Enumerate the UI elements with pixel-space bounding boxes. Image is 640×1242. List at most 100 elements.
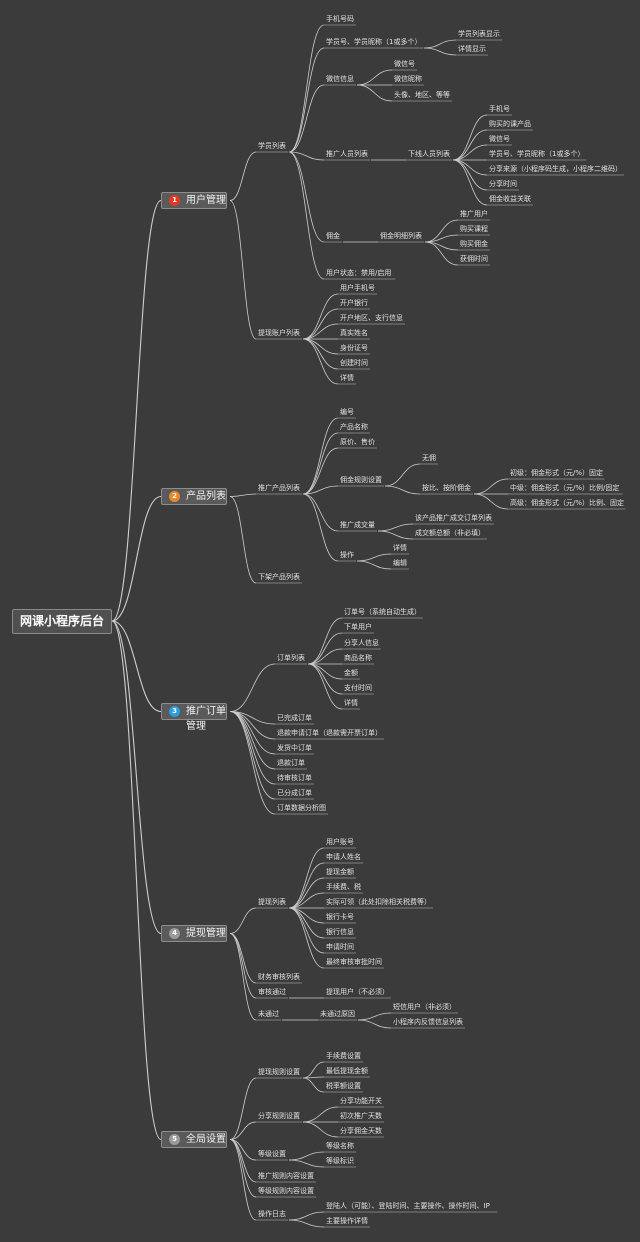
node-a4a[interactable]: 下线人员列表 bbox=[408, 150, 450, 158]
node-x1a[interactable]: 用户账号 bbox=[326, 838, 354, 846]
node-g2[interactable]: 分享规则设置 bbox=[258, 1112, 300, 1120]
node-g6[interactable]: 操作日志 bbox=[258, 1210, 286, 1218]
node-o1[interactable]: 订单列表 bbox=[277, 654, 305, 662]
node-p1d2[interactable]: 按比、按阶佣金 bbox=[422, 484, 471, 492]
node-a4a1[interactable]: 手机号 bbox=[489, 105, 510, 113]
node-o1c[interactable]: 分享人信息 bbox=[344, 639, 379, 647]
node-w6[interactable]: 创建时间 bbox=[340, 359, 368, 367]
node-o8[interactable]: 订单数据分析图 bbox=[277, 804, 326, 812]
node-a4a5[interactable]: 分享来源（小程序码生成，小程序二维码） bbox=[489, 165, 622, 173]
node-a2[interactable]: 学员号、学员昵称（1或多个） bbox=[326, 38, 422, 46]
node-p1d[interactable]: 佣金规则设置 bbox=[340, 476, 382, 484]
root-node[interactable]: 网课小程序后台 bbox=[12, 609, 112, 634]
node-a2b[interactable]: 详情显示 bbox=[458, 45, 486, 53]
node-g5[interactable]: 等级规则内容设置 bbox=[258, 1187, 314, 1195]
node-t2[interactable]: 提现账户列表 bbox=[258, 329, 300, 337]
node-g6b[interactable]: 主要操作详情 bbox=[326, 1217, 368, 1225]
node-x3a[interactable]: 提现用户（不必须） bbox=[326, 988, 389, 996]
node-p1d2c[interactable]: 高级：佣金形式（元/%）比例、固定 bbox=[510, 499, 625, 507]
node-p1d1[interactable]: 无佣 bbox=[422, 454, 436, 462]
node-a4a7[interactable]: 佣金收益关联 bbox=[489, 195, 531, 203]
node-g2c[interactable]: 分享佣金天数 bbox=[340, 1127, 382, 1135]
node-a5a3[interactable]: 购买佣金 bbox=[460, 240, 488, 248]
node-x1c[interactable]: 提现金额 bbox=[326, 868, 354, 876]
node-t1[interactable]: 学员列表 bbox=[258, 142, 286, 150]
node-w4[interactable]: 真实姓名 bbox=[340, 329, 368, 337]
node-o1f[interactable]: 支付时间 bbox=[344, 684, 372, 692]
node-a5a4[interactable]: 获佣时间 bbox=[460, 255, 488, 263]
node-x1[interactable]: 提现列表 bbox=[258, 898, 286, 906]
node-w5[interactable]: 身份证号 bbox=[340, 344, 368, 352]
node-w3[interactable]: 开户地区、支行信息 bbox=[340, 314, 403, 322]
node-a4a2[interactable]: 购买的课产品 bbox=[489, 120, 531, 128]
node-p1[interactable]: 推广产品列表 bbox=[258, 484, 300, 492]
node-a3c[interactable]: 头像、地区、等等 bbox=[394, 91, 450, 99]
node-p1c[interactable]: 原价、售价 bbox=[340, 438, 375, 446]
node-g1b[interactable]: 最低提现金额 bbox=[326, 1067, 368, 1075]
node-o1d[interactable]: 商品名称 bbox=[344, 654, 372, 662]
node-p1f[interactable]: 操作 bbox=[340, 551, 354, 559]
node-a4a6[interactable]: 分享时间 bbox=[489, 180, 517, 188]
node-g1[interactable]: 提现规则设置 bbox=[258, 1068, 300, 1076]
node-x4a[interactable]: 未通过原因 bbox=[320, 1010, 355, 1018]
node-a3a[interactable]: 微信号 bbox=[394, 60, 415, 68]
node-g2a[interactable]: 分享功能开关 bbox=[340, 1097, 382, 1105]
node-o1e[interactable]: 金额 bbox=[344, 669, 358, 677]
node-g4[interactable]: 推广规则内容设置 bbox=[258, 1172, 314, 1180]
node-g1c[interactable]: 税率额设置 bbox=[326, 1082, 361, 1090]
node-x1e[interactable]: 实际可领（此处扣除相关税费等） bbox=[326, 898, 431, 906]
node-a5[interactable]: 佣金 bbox=[326, 232, 340, 240]
node-x1i[interactable]: 最终审核审批时间 bbox=[326, 958, 382, 966]
node-p1a[interactable]: 编号 bbox=[340, 408, 354, 416]
node-x1h[interactable]: 申请时间 bbox=[326, 943, 354, 951]
node-g2b[interactable]: 初次推广天数 bbox=[340, 1112, 382, 1120]
node-a2a[interactable]: 学员列表显示 bbox=[458, 30, 500, 38]
node-a6[interactable]: 用户状态：禁用/启用 bbox=[326, 269, 392, 277]
node-a5a[interactable]: 佣金明细列表 bbox=[380, 232, 422, 240]
node-p2[interactable]: 下架产品列表 bbox=[258, 573, 300, 581]
node-x1f[interactable]: 银行卡号 bbox=[326, 913, 354, 921]
node-a1[interactable]: 手机号码 bbox=[326, 15, 354, 23]
node-x1g[interactable]: 银行信息 bbox=[326, 928, 354, 936]
node-x3[interactable]: 审核通过 bbox=[258, 988, 286, 996]
node-a3[interactable]: 微信信息 bbox=[326, 75, 354, 83]
node-p1f2[interactable]: 编辑 bbox=[393, 559, 407, 567]
node-o7[interactable]: 已分成订单 bbox=[277, 789, 312, 797]
node-o1b[interactable]: 下单用户 bbox=[344, 623, 372, 631]
node-w1[interactable]: 用户手机号 bbox=[340, 284, 375, 292]
node-x1d[interactable]: 手续费、税 bbox=[326, 883, 361, 891]
node-p1f1[interactable]: 详情 bbox=[393, 544, 407, 552]
node-x4[interactable]: 未通过 bbox=[258, 1010, 279, 1018]
node-x4a1[interactable]: 短信用户（非必须） bbox=[393, 1003, 456, 1011]
node-p1b[interactable]: 产品名称 bbox=[340, 423, 368, 431]
node-o4[interactable]: 发货中订单 bbox=[277, 744, 312, 752]
node-x4a2[interactable]: 小程序内反馈信息列表 bbox=[393, 1018, 463, 1026]
node-g3[interactable]: 等级设置 bbox=[258, 1150, 286, 1158]
node-g6a[interactable]: 登陆人（可能）、登陆时间、主要操作、操作时间、IP bbox=[326, 1202, 490, 1210]
node-a4[interactable]: 推广人员列表 bbox=[326, 150, 368, 158]
node-p1e2[interactable]: 成交额总额（非必填） bbox=[415, 529, 485, 537]
node-o3[interactable]: 退款申请订单（退款需开票订单） bbox=[277, 729, 382, 737]
node-o1g[interactable]: 详情 bbox=[344, 699, 358, 707]
node-p1e[interactable]: 推广成交量 bbox=[340, 521, 375, 529]
node-g3a[interactable]: 等级名称 bbox=[326, 1142, 354, 1150]
node-x2[interactable]: 财务审核列表 bbox=[258, 973, 300, 981]
node-a3b[interactable]: 微信昵称 bbox=[394, 75, 422, 83]
node-o2[interactable]: 已完成订单 bbox=[277, 714, 312, 722]
node-o5[interactable]: 退款订单 bbox=[277, 759, 305, 767]
node-o1a[interactable]: 订单号（系统自动生成） bbox=[344, 608, 421, 616]
node-a5a2[interactable]: 购买课程 bbox=[460, 225, 488, 233]
node-g3b[interactable]: 等级标识 bbox=[326, 1157, 354, 1165]
node-a4a3[interactable]: 微信号 bbox=[489, 135, 510, 143]
node-w2[interactable]: 开户银行 bbox=[340, 299, 368, 307]
node-p1e1[interactable]: 该产品推广成交订单列表 bbox=[415, 514, 492, 522]
node-g1a[interactable]: 手续费设置 bbox=[326, 1052, 361, 1060]
node-x1b[interactable]: 申请人姓名 bbox=[326, 853, 361, 861]
node-a4a4[interactable]: 学员号、学员昵称（1或多个） bbox=[489, 150, 585, 158]
node-p1d2a[interactable]: 初级：佣金形式（元/%）固定 bbox=[510, 469, 604, 477]
